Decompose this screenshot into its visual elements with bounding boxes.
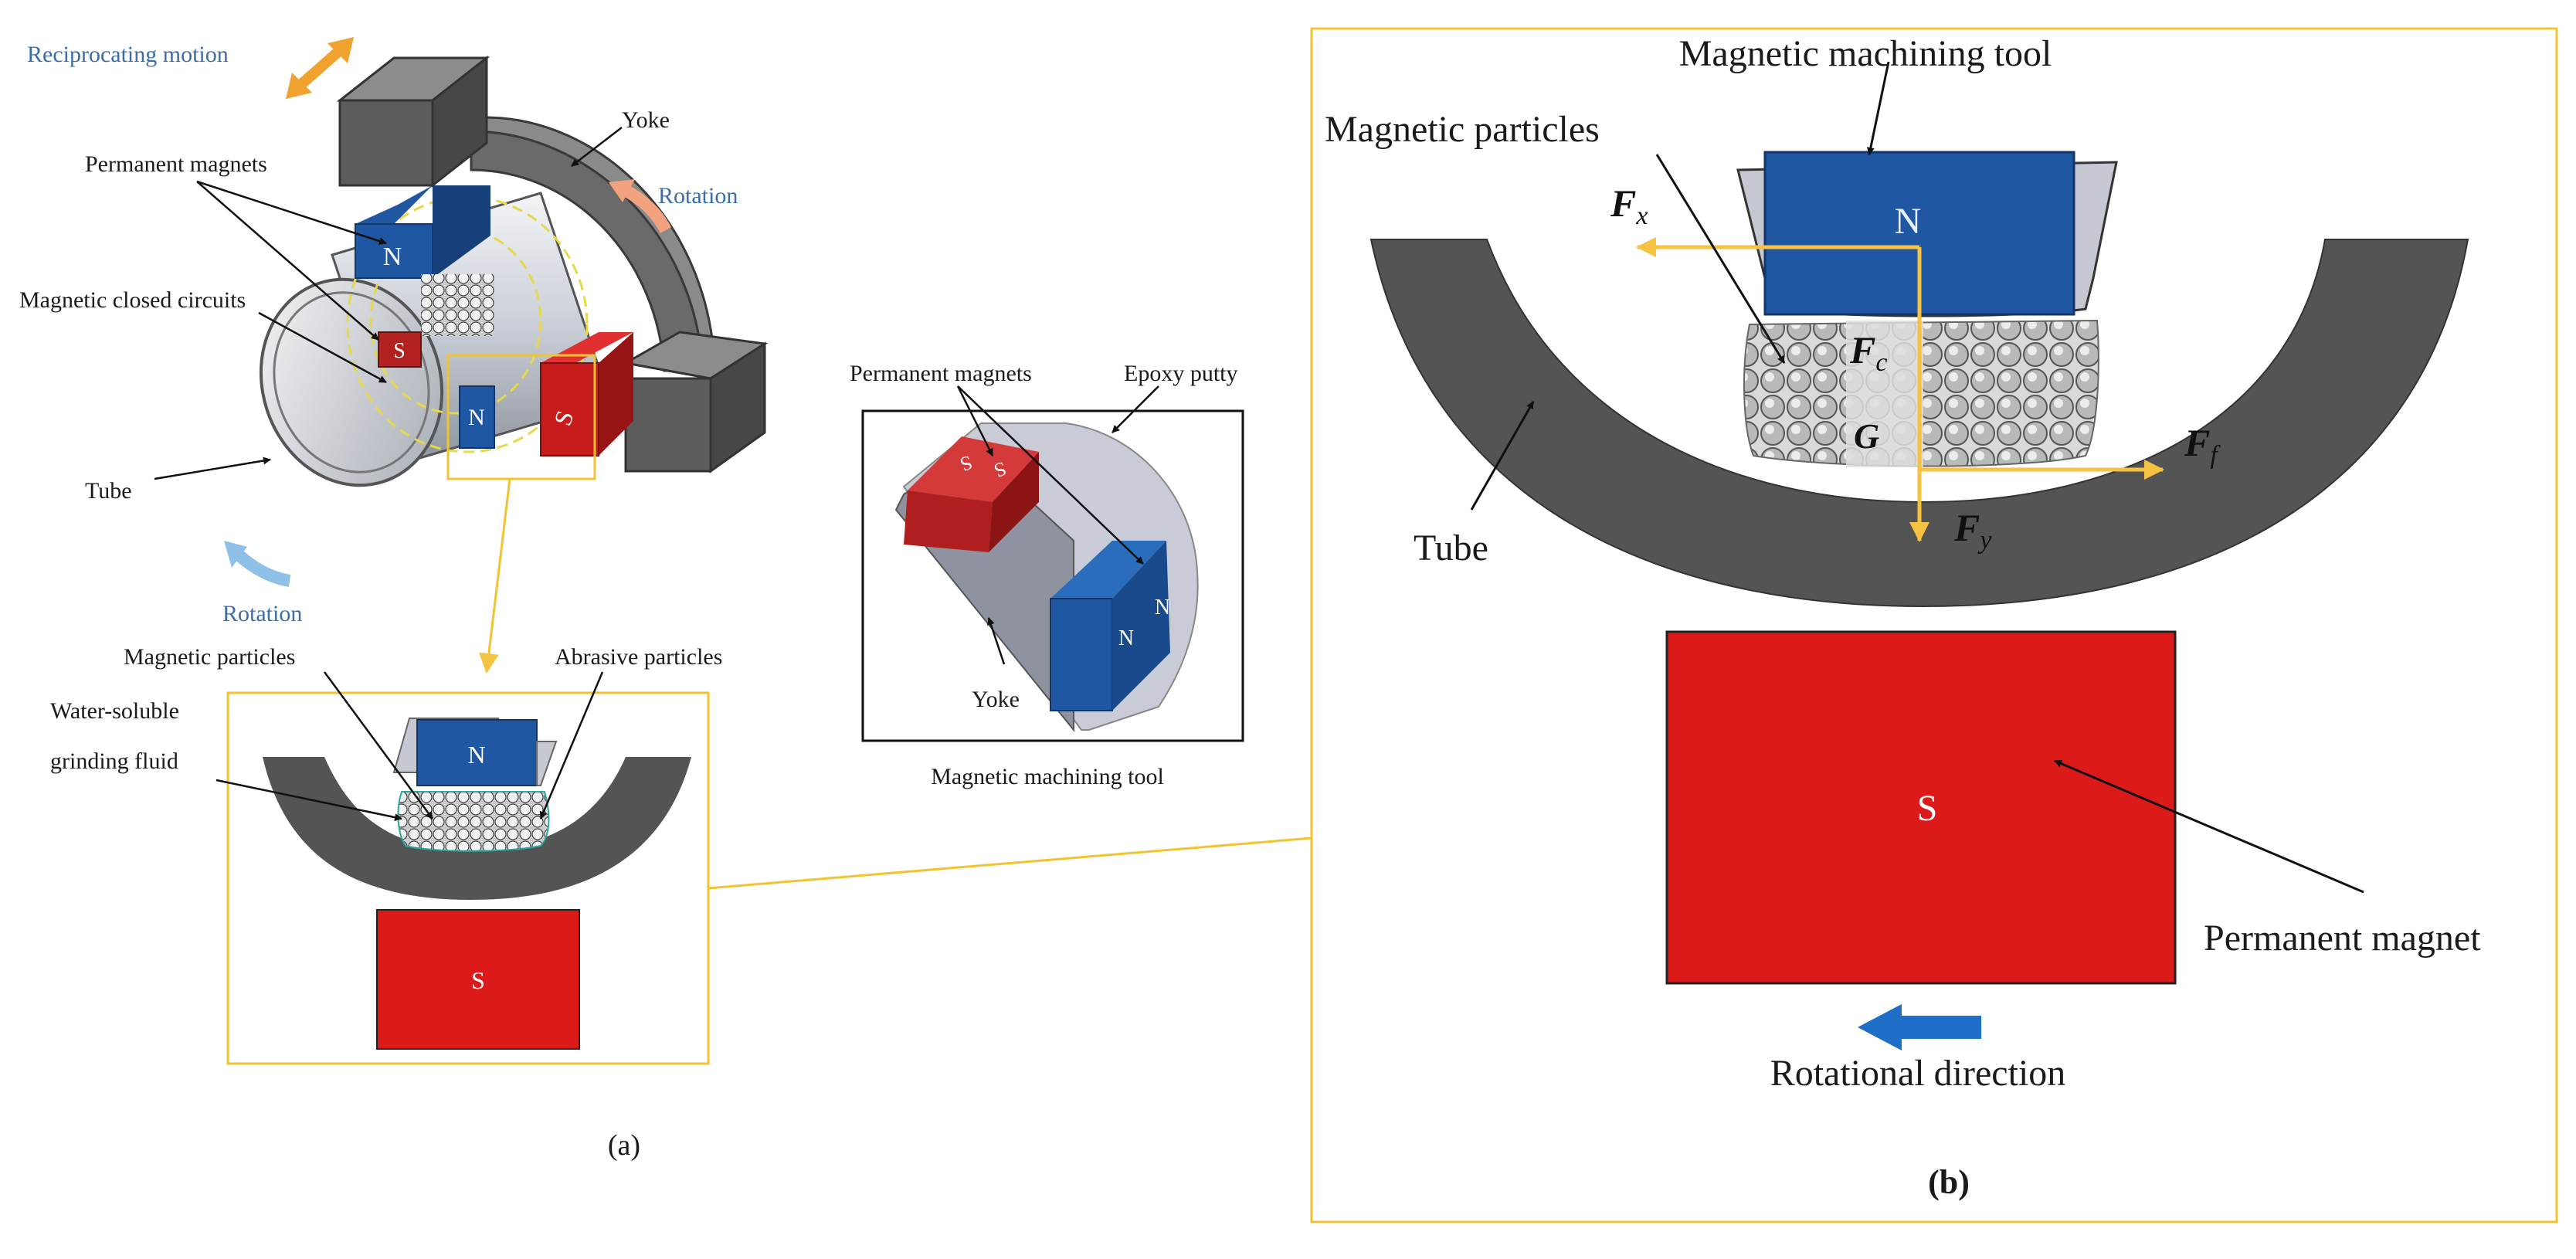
pole-label-n-top: N (383, 243, 402, 271)
label-rotation-bottom: Rotation (222, 601, 302, 626)
leader-lines-b (1470, 61, 2364, 894)
panel-a-detail: N S Magnetic particles Abrasive particle… (50, 644, 722, 1162)
label-permanent-magnets-a: Permanent magnets (85, 151, 267, 177)
lower-yoke-block (622, 331, 769, 473)
label-magnetic-closed-circuits: Magnetic closed circuits (19, 287, 246, 313)
b-force-arrows (1636, 237, 2164, 542)
particles-3d (421, 274, 494, 336)
pole-label-tool-n2: N (1155, 596, 1170, 619)
reciprocating-motion-arrow (286, 37, 354, 99)
force-fc-label: Fc (1849, 328, 1887, 377)
label-yoke-a: Yoke (622, 107, 670, 133)
detail-magnet-n: N (392, 718, 558, 786)
detail-particles (397, 791, 550, 852)
label-water-soluble-2: grinding fluid (50, 748, 178, 774)
panel-a-3d-assembly: N S N S (19, 37, 769, 674)
rotation-arrow-top (609, 179, 672, 233)
pole-label-s-detail: S (471, 966, 485, 994)
caption-tool-inset: Magnetic machining tool (931, 764, 1164, 789)
leader-lines-a (154, 127, 623, 480)
label-magnetic-particles-b: Magnetic particles (1325, 109, 1600, 150)
caption-a: (a) (608, 1129, 640, 1162)
upper-yoke-block (336, 55, 490, 188)
connector-a-to-b (708, 837, 1312, 890)
caption-b: (b) (1928, 1163, 1970, 1201)
label-tube-b: Tube (1414, 528, 1488, 568)
magnet-n-mid: N (459, 385, 495, 449)
b-tool-holder: N (1736, 151, 2118, 317)
tool-magnet-s: S S (904, 436, 1039, 552)
b-tube (1369, 239, 2469, 608)
magnet-s-side: S (540, 332, 633, 456)
pole-label-b-n: N (1895, 201, 1922, 242)
pole-label-n-detail: N (467, 741, 485, 769)
label-yoke-tool: Yoke (972, 687, 1020, 712)
zoom-connector-a (478, 478, 511, 674)
b-magnet-s: S (1665, 630, 2177, 985)
tool-magnet-n: N N (1050, 541, 1170, 711)
leader-lines-detail (216, 671, 604, 822)
pole-label-n-mid: N (468, 405, 485, 430)
b-force-core (1846, 321, 1923, 467)
label-abrasive-particles: Abrasive particles (555, 644, 722, 670)
leader-lines-tool (956, 385, 1159, 665)
tool-inset: S S N N Permanent magnets Epoxy putty Yo… (850, 361, 1244, 789)
label-reciprocating-motion: Reciprocating motion (27, 42, 229, 67)
rotation-arrow-bottom (224, 541, 291, 587)
detail-magnet-s: S (376, 909, 580, 1050)
zoom-region-3d (446, 354, 596, 480)
label-epoxy-putty: Epoxy putty (1124, 361, 1238, 386)
force-fx-label: Fx (1610, 182, 1648, 230)
panel-b: N Fx Fc G Ff Fy S (1310, 27, 2558, 1223)
detail-tube (263, 757, 691, 900)
label-tube-a: Tube (85, 478, 132, 504)
pole-label-tool-n1: N (1118, 626, 1134, 650)
label-magnetic-machining-tool-b: Magnetic machining tool (1679, 33, 2052, 74)
pole-label-b-s: S (1917, 788, 1938, 829)
pole-label-s-small: S (393, 339, 406, 363)
label-permanent-magnet-b: Permanent magnet (2204, 918, 2481, 959)
label-water-soluble-1: Water-soluble (50, 698, 179, 724)
force-fy-label: Fy (1953, 506, 1992, 555)
force-g-label: G (1854, 416, 1879, 456)
magnet-n-top: N (355, 185, 490, 279)
label-magnetic-particles-a: Magnetic particles (124, 644, 295, 670)
magnet-s-small: S (378, 331, 422, 368)
label-rotation-top: Rotation (658, 183, 738, 209)
label-permanent-magnets-tool: Permanent magnets (850, 361, 1032, 386)
rotational-direction-arrow (1858, 1004, 1981, 1050)
label-rotational-direction: Rotational direction (1770, 1053, 2066, 1094)
